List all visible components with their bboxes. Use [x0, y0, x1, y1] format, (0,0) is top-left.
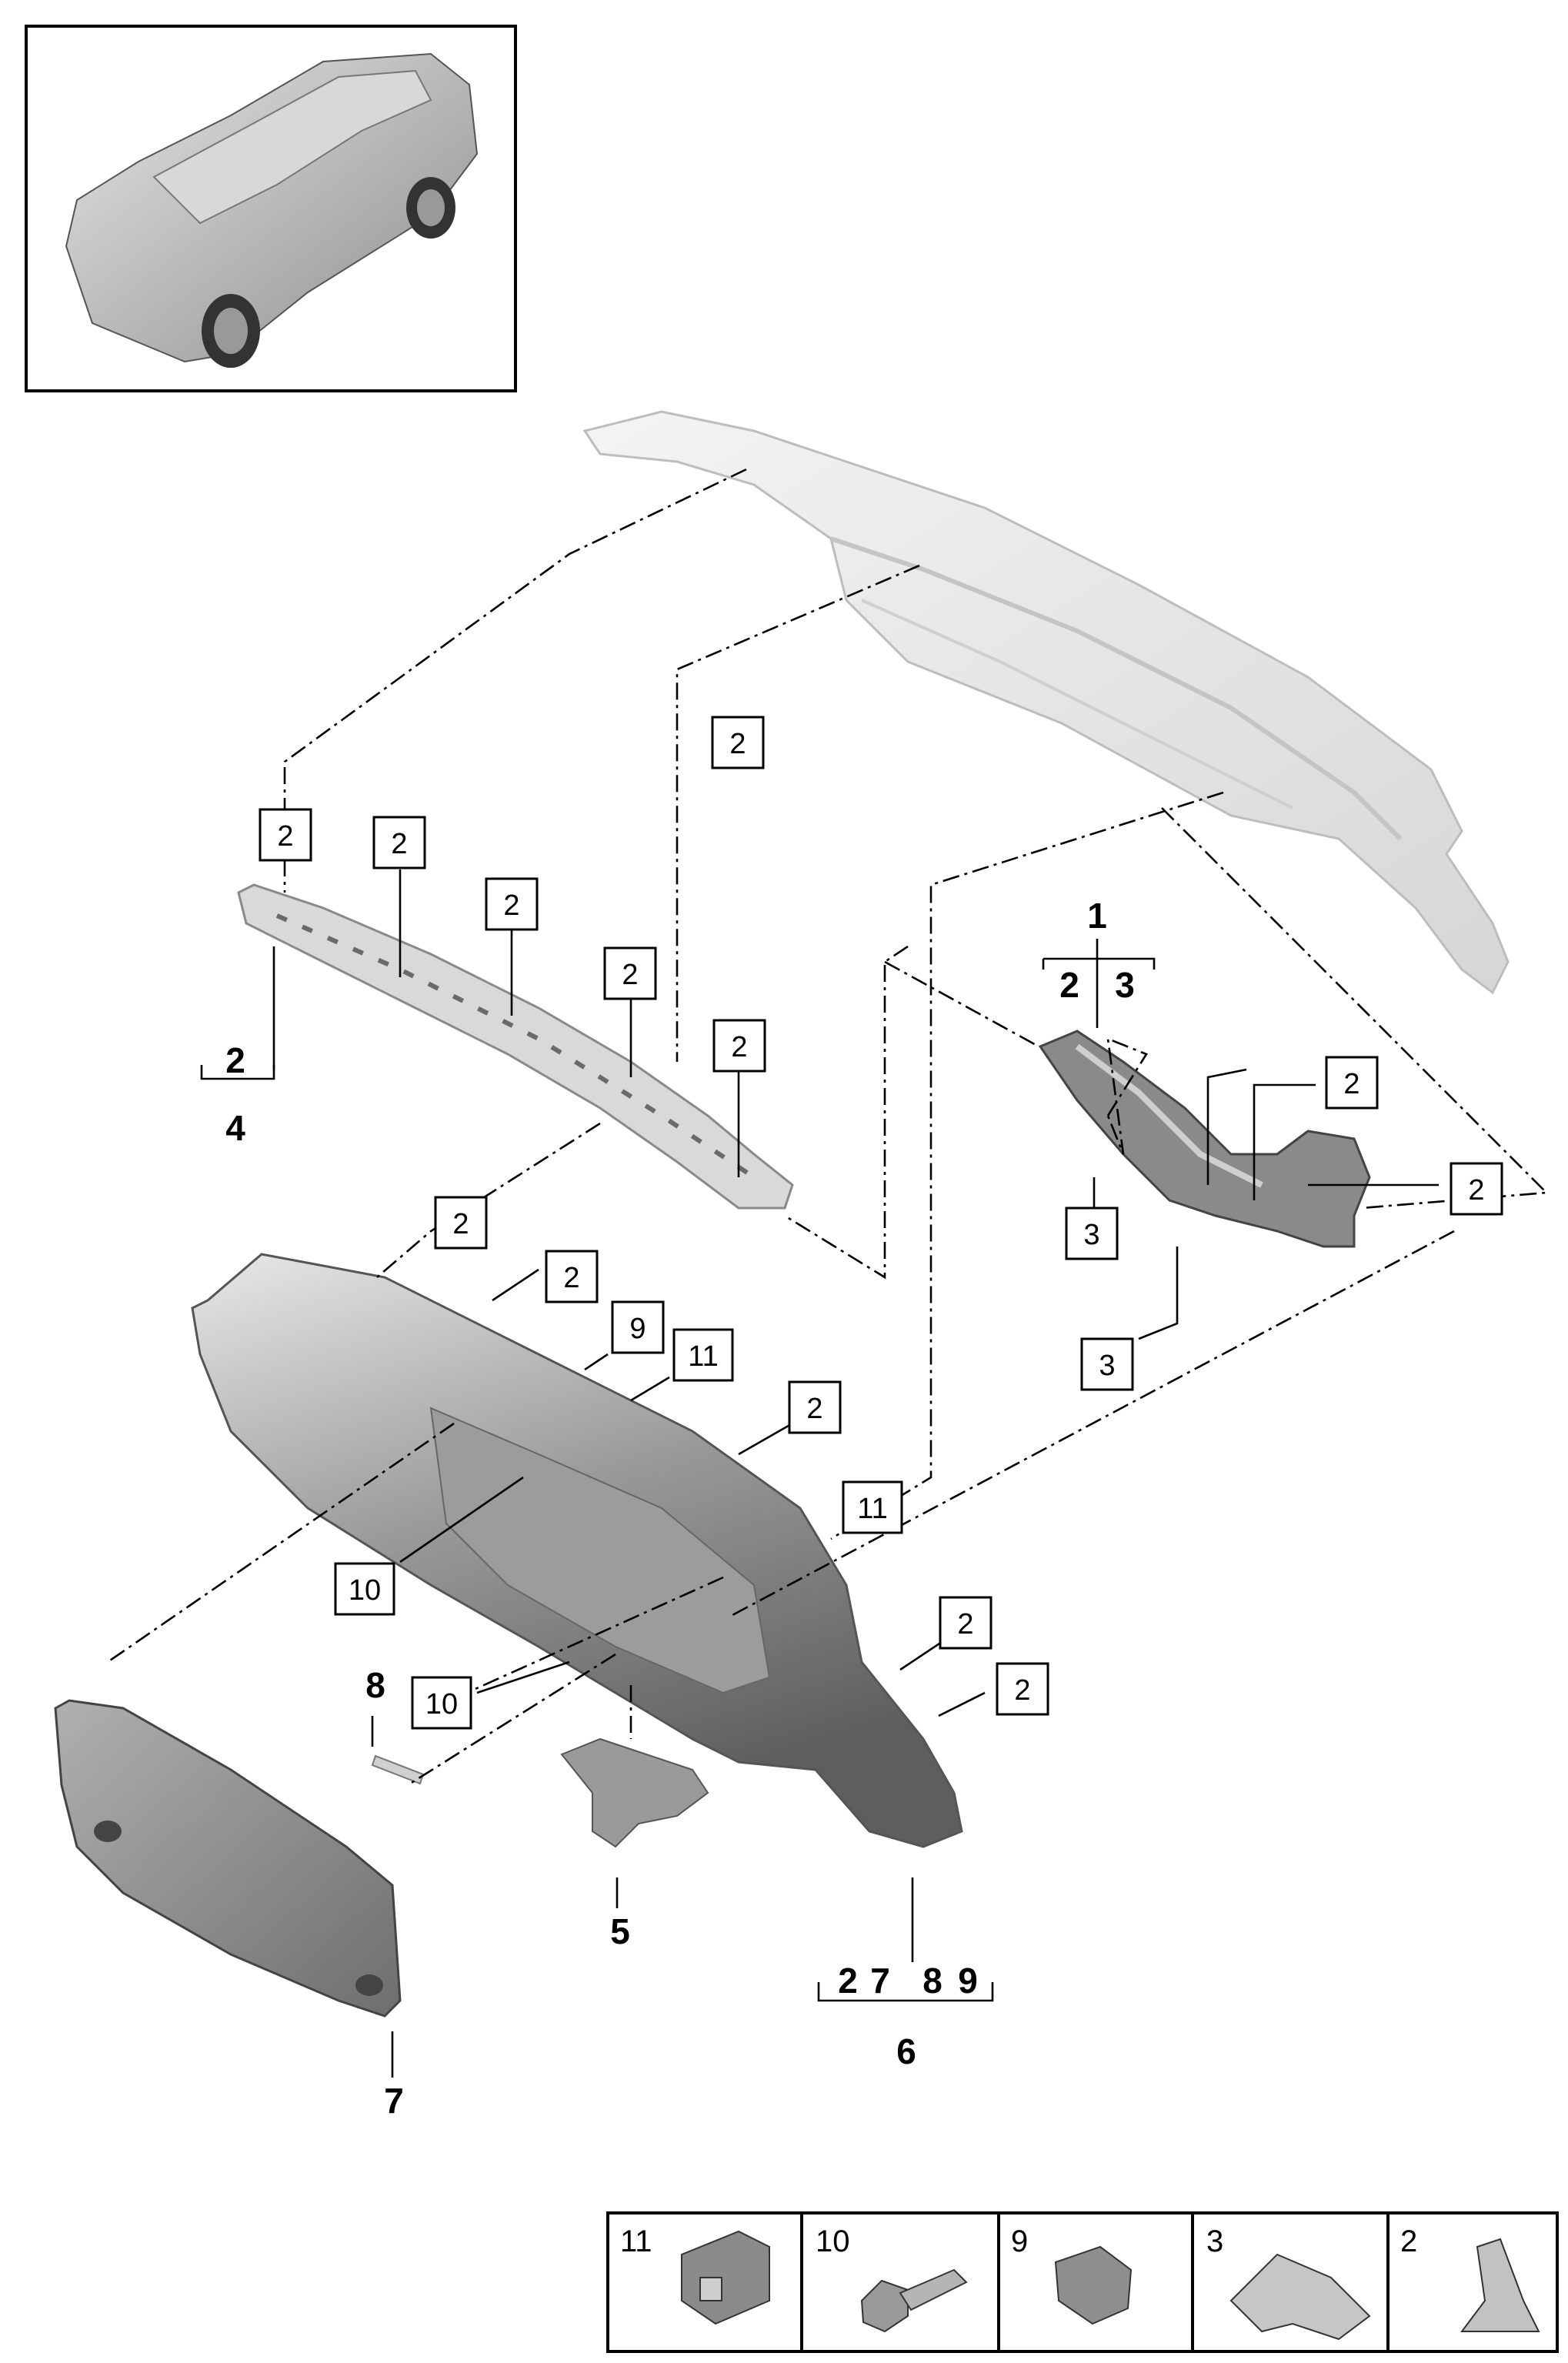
lower-trim-panel [191, 1253, 963, 1848]
svg-text:7: 7 [384, 2081, 404, 2121]
screw-icon [860, 2268, 968, 2333]
svg-text:2: 2 [225, 1040, 245, 1080]
callout-box: 10 [334, 1562, 395, 1616]
svg-text:2: 2 [838, 1961, 858, 2001]
svg-text:8: 8 [365, 1665, 385, 1705]
spring-clip-icon [1229, 2253, 1371, 2341]
bumper-icon [1054, 2245, 1133, 2325]
callout-box: 2 [788, 1380, 842, 1434]
svg-text:6: 6 [896, 2031, 916, 2071]
clip-icon [1460, 2238, 1540, 2332]
callout-box: 9 [611, 1300, 665, 1354]
callout-box: 2 [434, 1196, 488, 1250]
svg-text:8: 8 [922, 1961, 942, 2001]
svg-text:2: 2 [1468, 1174, 1484, 1207]
callout-box: 10 [411, 1676, 472, 1730]
callout-box: 11 [672, 1328, 734, 1382]
svg-text:2: 2 [1014, 1674, 1030, 1707]
svg-text:9: 9 [1011, 2224, 1028, 2258]
tailgate-body [582, 410, 1510, 995]
svg-text:2: 2 [957, 1608, 973, 1640]
svg-text:10: 10 [349, 1574, 381, 1607]
svg-text:2: 2 [731, 1031, 747, 1063]
svg-text:10: 10 [816, 2224, 850, 2258]
callout-box: 2 [485, 877, 539, 931]
svg-text:1: 1 [1087, 896, 1107, 936]
svg-text:2: 2 [1400, 2224, 1417, 2258]
hardware-legend: 11 10 9 3 2 [606, 2211, 1559, 2353]
svg-text:2: 2 [503, 889, 519, 922]
callout-box: 2 [259, 808, 312, 862]
svg-text:2: 2 [729, 728, 746, 760]
svg-text:11: 11 [620, 2224, 652, 2258]
upper-trim-strip [237, 883, 794, 1210]
callout-box: 2 [1450, 1162, 1503, 1216]
svg-text:11: 11 [857, 1493, 887, 1525]
svg-text:2: 2 [1343, 1068, 1359, 1100]
svg-text:2: 2 [563, 1262, 579, 1294]
callout-box: 2 [603, 946, 657, 1000]
svg-text:3: 3 [1099, 1350, 1115, 1382]
grip-part [560, 1737, 709, 1848]
svg-text:2: 2 [277, 820, 293, 853]
callout-box: 2 [545, 1250, 599, 1303]
svg-text:3: 3 [1115, 965, 1135, 1005]
callout-box: 3 [1065, 1207, 1119, 1260]
leader-lines [272, 869, 1439, 2078]
svg-text:11: 11 [688, 1340, 718, 1373]
svg-text:2: 2 [622, 959, 638, 991]
vehicle-thumbnail [25, 25, 517, 392]
svg-text:9: 9 [629, 1313, 646, 1345]
svg-text:4: 4 [225, 1108, 245, 1148]
bracket-part [1038, 1030, 1371, 1248]
callout-box: 11 [842, 1480, 903, 1534]
clip-icon [681, 2230, 770, 2325]
seal-strip-part [371, 1754, 425, 1785]
svg-text:10: 10 [425, 1688, 458, 1721]
svg-text:2: 2 [391, 828, 407, 860]
svg-text:3: 3 [1206, 2224, 1223, 2258]
svg-text:2: 2 [452, 1208, 469, 1240]
svg-text:9: 9 [958, 1961, 978, 2001]
svg-text:2: 2 [1059, 965, 1079, 1005]
callout-box: 2 [712, 1019, 766, 1073]
callout-box: 3 [1080, 1337, 1134, 1391]
callout-box: 2 [711, 716, 765, 769]
svg-text:2: 2 [806, 1393, 822, 1425]
callout-box: 2 [1325, 1056, 1379, 1110]
callout-box: 2 [372, 816, 426, 869]
callout-labels: 2 2 2 2 2 2 2 2 2 9 11 2 11 10 10 2 2 2 … [259, 716, 1503, 1730]
svg-text:5: 5 [610, 1911, 630, 1951]
cover-panel [54, 1699, 402, 2018]
svg-text:7: 7 [870, 1961, 890, 2001]
svg-text:3: 3 [1083, 1219, 1099, 1251]
callout-box: 2 [939, 1596, 993, 1650]
part-number-labels: 1 2 3 2 4 5 2 7 8 9 6 7 8 [200, 896, 1156, 2121]
callout-box: 2 [996, 1662, 1049, 1716]
